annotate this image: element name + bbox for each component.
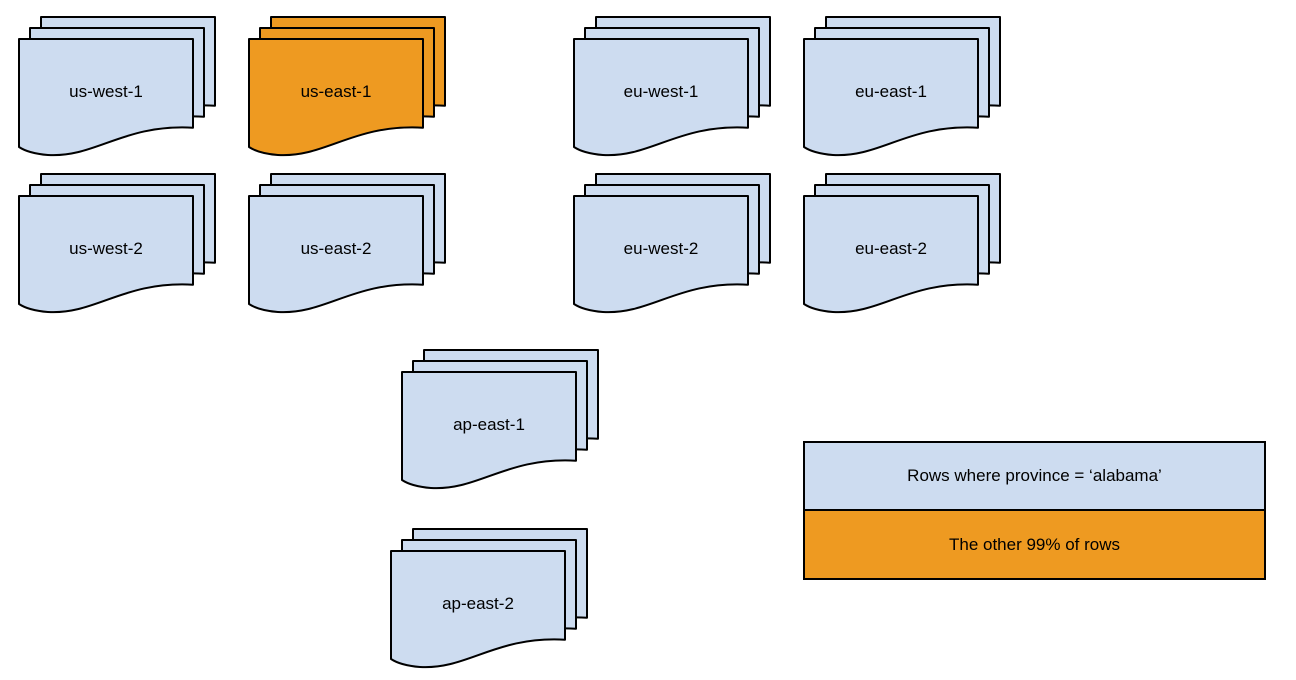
document-sheet (803, 38, 979, 157)
document-sheet (573, 38, 749, 157)
legend-item-blue-label: Rows where province = ‘alabama’ (907, 466, 1162, 485)
document-stack-us-east-1[interactable]: us-east-1 (248, 16, 446, 157)
document-sheet (248, 195, 424, 314)
document-sheet-path (573, 38, 749, 157)
document-stack-shape-us-east-2 (248, 173, 446, 314)
legend-item-blue: Rows where province = ‘alabama’ (805, 443, 1264, 511)
document-sheet (401, 371, 577, 490)
document-stack-shape-ap-east-1 (401, 349, 599, 490)
document-stack-shape-us-west-1 (18, 16, 216, 157)
legend-item-orange-label: The other 99% of rows (948, 534, 1121, 554)
document-stack-shape-eu-west-1 (573, 16, 771, 157)
document-stack-eu-east-2[interactable]: eu-east-2 (803, 173, 1001, 314)
document-stack-shape-eu-east-1 (803, 16, 1001, 157)
document-stack-shape-eu-west-2 (573, 173, 771, 314)
document-stack-shape-eu-east-2 (803, 173, 1001, 314)
document-sheet-path (803, 38, 979, 157)
document-stack-us-west-2[interactable]: us-west-2 (18, 173, 216, 314)
document-sheet-path (248, 38, 424, 157)
document-sheet-path (803, 195, 979, 314)
document-stack-ap-east-1[interactable]: ap-east-1 (401, 349, 599, 490)
document-stack-shape-us-east-1 (248, 16, 446, 157)
legend-item-orange: The other 99% of rows (805, 511, 1264, 578)
document-sheet-path (390, 550, 566, 669)
document-sheet (390, 550, 566, 669)
document-stack-us-west-1[interactable]: us-west-1 (18, 16, 216, 157)
document-stack-shape-ap-east-2 (390, 528, 588, 669)
document-sheet (18, 195, 194, 314)
document-sheet (803, 195, 979, 314)
document-sheet-path (18, 38, 194, 157)
legend: Rows where province = ‘alabama’ The othe… (803, 441, 1266, 580)
document-stack-us-east-2[interactable]: us-east-2 (248, 173, 446, 314)
document-stack-ap-east-2[interactable]: ap-east-2 (390, 528, 588, 669)
document-sheet-path (401, 371, 577, 490)
document-stack-eu-west-1[interactable]: eu-west-1 (573, 16, 771, 157)
document-stack-shape-us-west-2 (18, 173, 216, 314)
document-stack-eu-east-1[interactable]: eu-east-1 (803, 16, 1001, 157)
document-stack-eu-west-2[interactable]: eu-west-2 (573, 173, 771, 314)
document-sheet-path (18, 195, 194, 314)
document-sheet (18, 38, 194, 157)
document-sheet (248, 38, 424, 157)
document-sheet-path (573, 195, 749, 314)
document-sheet (573, 195, 749, 314)
document-sheet-path (248, 195, 424, 314)
